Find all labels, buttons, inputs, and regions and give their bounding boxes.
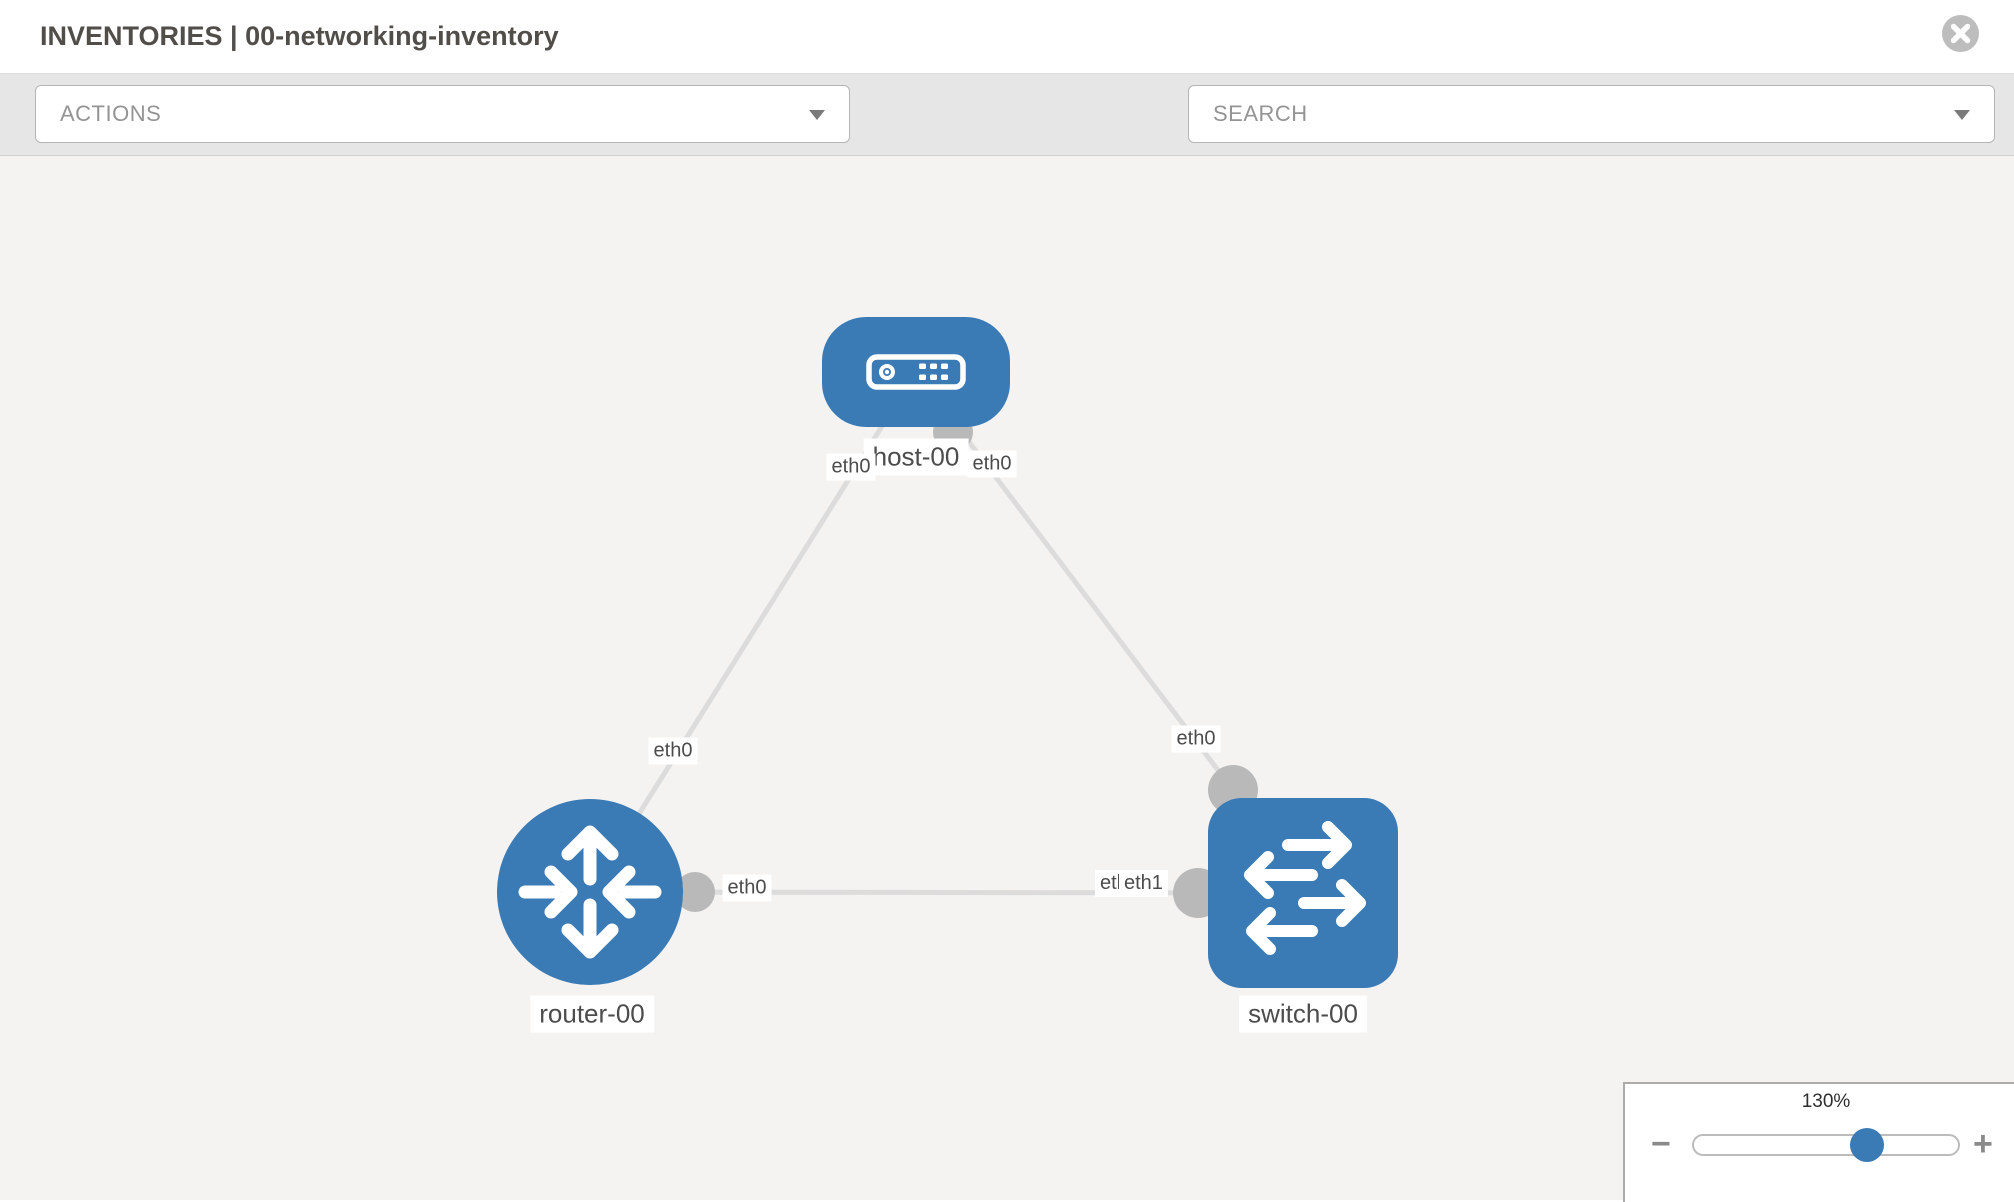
if-label-host-eth0-to-switch: eth0 xyxy=(967,450,1017,478)
search-placeholder: SEARCH xyxy=(1213,101,1308,126)
toolbar: ACTIONS SEARCH xyxy=(0,74,2014,205)
switch-arrows-icon xyxy=(1244,821,1366,955)
page-title: INVENTORIES | 00-networking-inventory xyxy=(40,21,559,51)
topology-canvas[interactable]: host-00 router-00 switch-00 eth0 eth0 et… xyxy=(0,156,2014,1202)
node-label-host: host-00 xyxy=(863,438,969,476)
node-router-00[interactable] xyxy=(497,799,683,985)
if-label-router-eth0-to-switch: eth0 xyxy=(722,874,772,902)
node-label-router: router-00 xyxy=(530,995,654,1033)
caret-down-icon xyxy=(1954,110,1970,120)
if-label-router-eth0-to-host: eth0 xyxy=(648,737,698,765)
zoom-in-button[interactable]: + xyxy=(1973,1125,1993,1163)
zoom-slider-thumb[interactable] xyxy=(1850,1128,1884,1162)
node-switch-00[interactable] xyxy=(1208,798,1398,988)
close-button[interactable] xyxy=(1942,15,1979,52)
search-dropdown[interactable]: SEARCH xyxy=(1188,85,1995,143)
if-label-host-eth0-to-router: eth0 xyxy=(826,453,876,481)
zoom-level-value: 130% xyxy=(1801,1091,1851,1112)
server-icon xyxy=(866,354,966,390)
router-arrows-icon xyxy=(518,825,662,959)
zoom-out-button[interactable]: − xyxy=(1651,1125,1671,1163)
zoom-slider-track[interactable] xyxy=(1692,1128,1960,1162)
node-label-switch: switch-00 xyxy=(1239,995,1367,1033)
actions-dropdown-label: ACTIONS xyxy=(60,101,162,126)
zoom-panel: 130% − + xyxy=(1623,1082,2014,1202)
port-router-eth0 xyxy=(675,872,715,912)
if-label-switch-eth0-to-host: eth0 xyxy=(1171,725,1221,753)
topology-links-layer xyxy=(587,370,1304,918)
if-label-switch-eth1-to-router: eth1 xyxy=(1119,870,1168,897)
actions-dropdown[interactable]: ACTIONS xyxy=(35,85,850,143)
modal-header: INVENTORIES | 00-networking-inventory xyxy=(0,0,2014,74)
node-host-00[interactable] xyxy=(822,317,1010,427)
close-icon xyxy=(1942,15,1979,52)
caret-down-icon xyxy=(809,110,825,120)
